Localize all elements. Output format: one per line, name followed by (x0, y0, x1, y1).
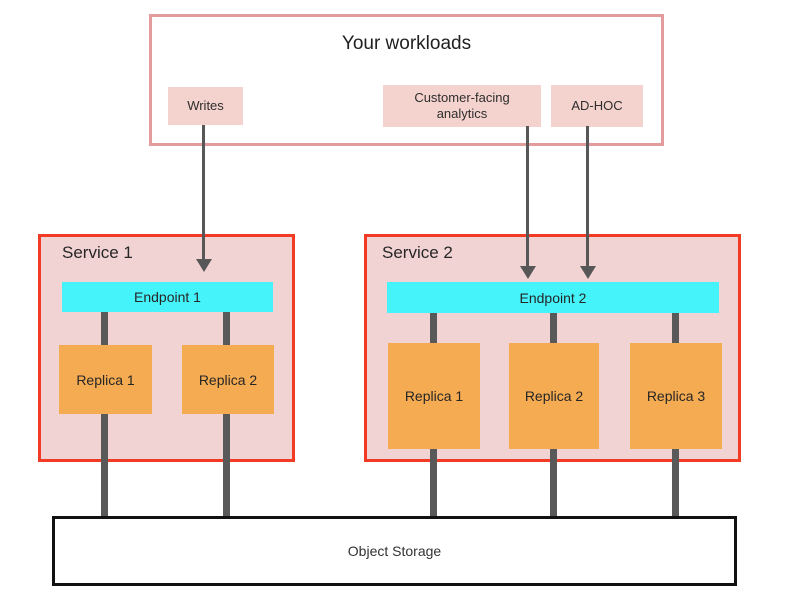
service1-title: Service 1 (62, 243, 133, 262)
service2-box: Service 2 Endpoint 2 Replica 1 Replica 2… (364, 234, 741, 462)
service1-replica2-label: Replica 2 (198, 371, 258, 388)
workload-item-writes-label: Writes (187, 97, 224, 113)
service2-replica1-label: Replica 1 (404, 388, 464, 404)
arrow-writes-to-service1-line (202, 125, 205, 261)
workload-item-cfa-label: Customer-facing analytics (414, 89, 510, 121)
service1-endpoint-label: Endpoint 1 (134, 289, 201, 305)
arrow-adhoc-to-service2-line (586, 126, 589, 268)
connector-s2-replica3-storage (672, 449, 679, 517)
connector-s2-endpoint-replica2 (550, 313, 557, 343)
service1-replica1-box: Replica 1 (59, 345, 152, 414)
workload-item-writes: Writes (168, 87, 243, 125)
service2-title: Service 2 (382, 243, 453, 262)
service1-endpoint-bar: Endpoint 1 (62, 282, 273, 312)
service2-replica3-box: Replica 3 (630, 343, 722, 449)
connector-s1-replica2-storage (223, 414, 230, 517)
connector-s1-endpoint-replica2 (223, 312, 230, 345)
workload-item-adhoc-label: AD-HOC (571, 97, 623, 113)
connector-s2-replica2-storage (550, 449, 557, 517)
service2-endpoint-bar: Endpoint 2 (387, 282, 719, 313)
connector-s2-replica1-storage (430, 449, 437, 517)
service2-replica2-label: Replica 2 (524, 388, 584, 404)
arrow-analytics-to-service2-head (520, 266, 536, 279)
arrow-adhoc-to-service2-head (580, 266, 596, 279)
service2-replica3-label: Replica 3 (646, 388, 706, 404)
service1-replica1-label: Replica 1 (76, 371, 135, 388)
connector-s1-endpoint-replica1 (101, 312, 108, 345)
object-storage-box: Object Storage (52, 516, 737, 586)
service2-replica2-box: Replica 2 (509, 343, 599, 449)
arrow-writes-to-service1-head (196, 259, 212, 272)
service2-endpoint-label: Endpoint 2 (519, 289, 587, 306)
object-storage-label: Object Storage (347, 543, 442, 559)
arrow-analytics-to-service2-line (526, 126, 529, 268)
service1-replica2-box: Replica 2 (182, 345, 274, 414)
workload-item-ad-hoc: AD-HOC (551, 85, 643, 127)
workloads-title: Your workloads (341, 33, 472, 54)
connector-s2-endpoint-replica1 (430, 313, 437, 343)
service1-box: Service 1 Endpoint 1 Replica 1 Replica 2 (38, 234, 295, 462)
workload-item-customer-facing-analytics: Customer-facing analytics (383, 85, 541, 127)
connector-s1-replica1-storage (101, 414, 108, 517)
service2-replica1-box: Replica 1 (388, 343, 480, 449)
connector-s2-endpoint-replica3 (672, 313, 679, 343)
